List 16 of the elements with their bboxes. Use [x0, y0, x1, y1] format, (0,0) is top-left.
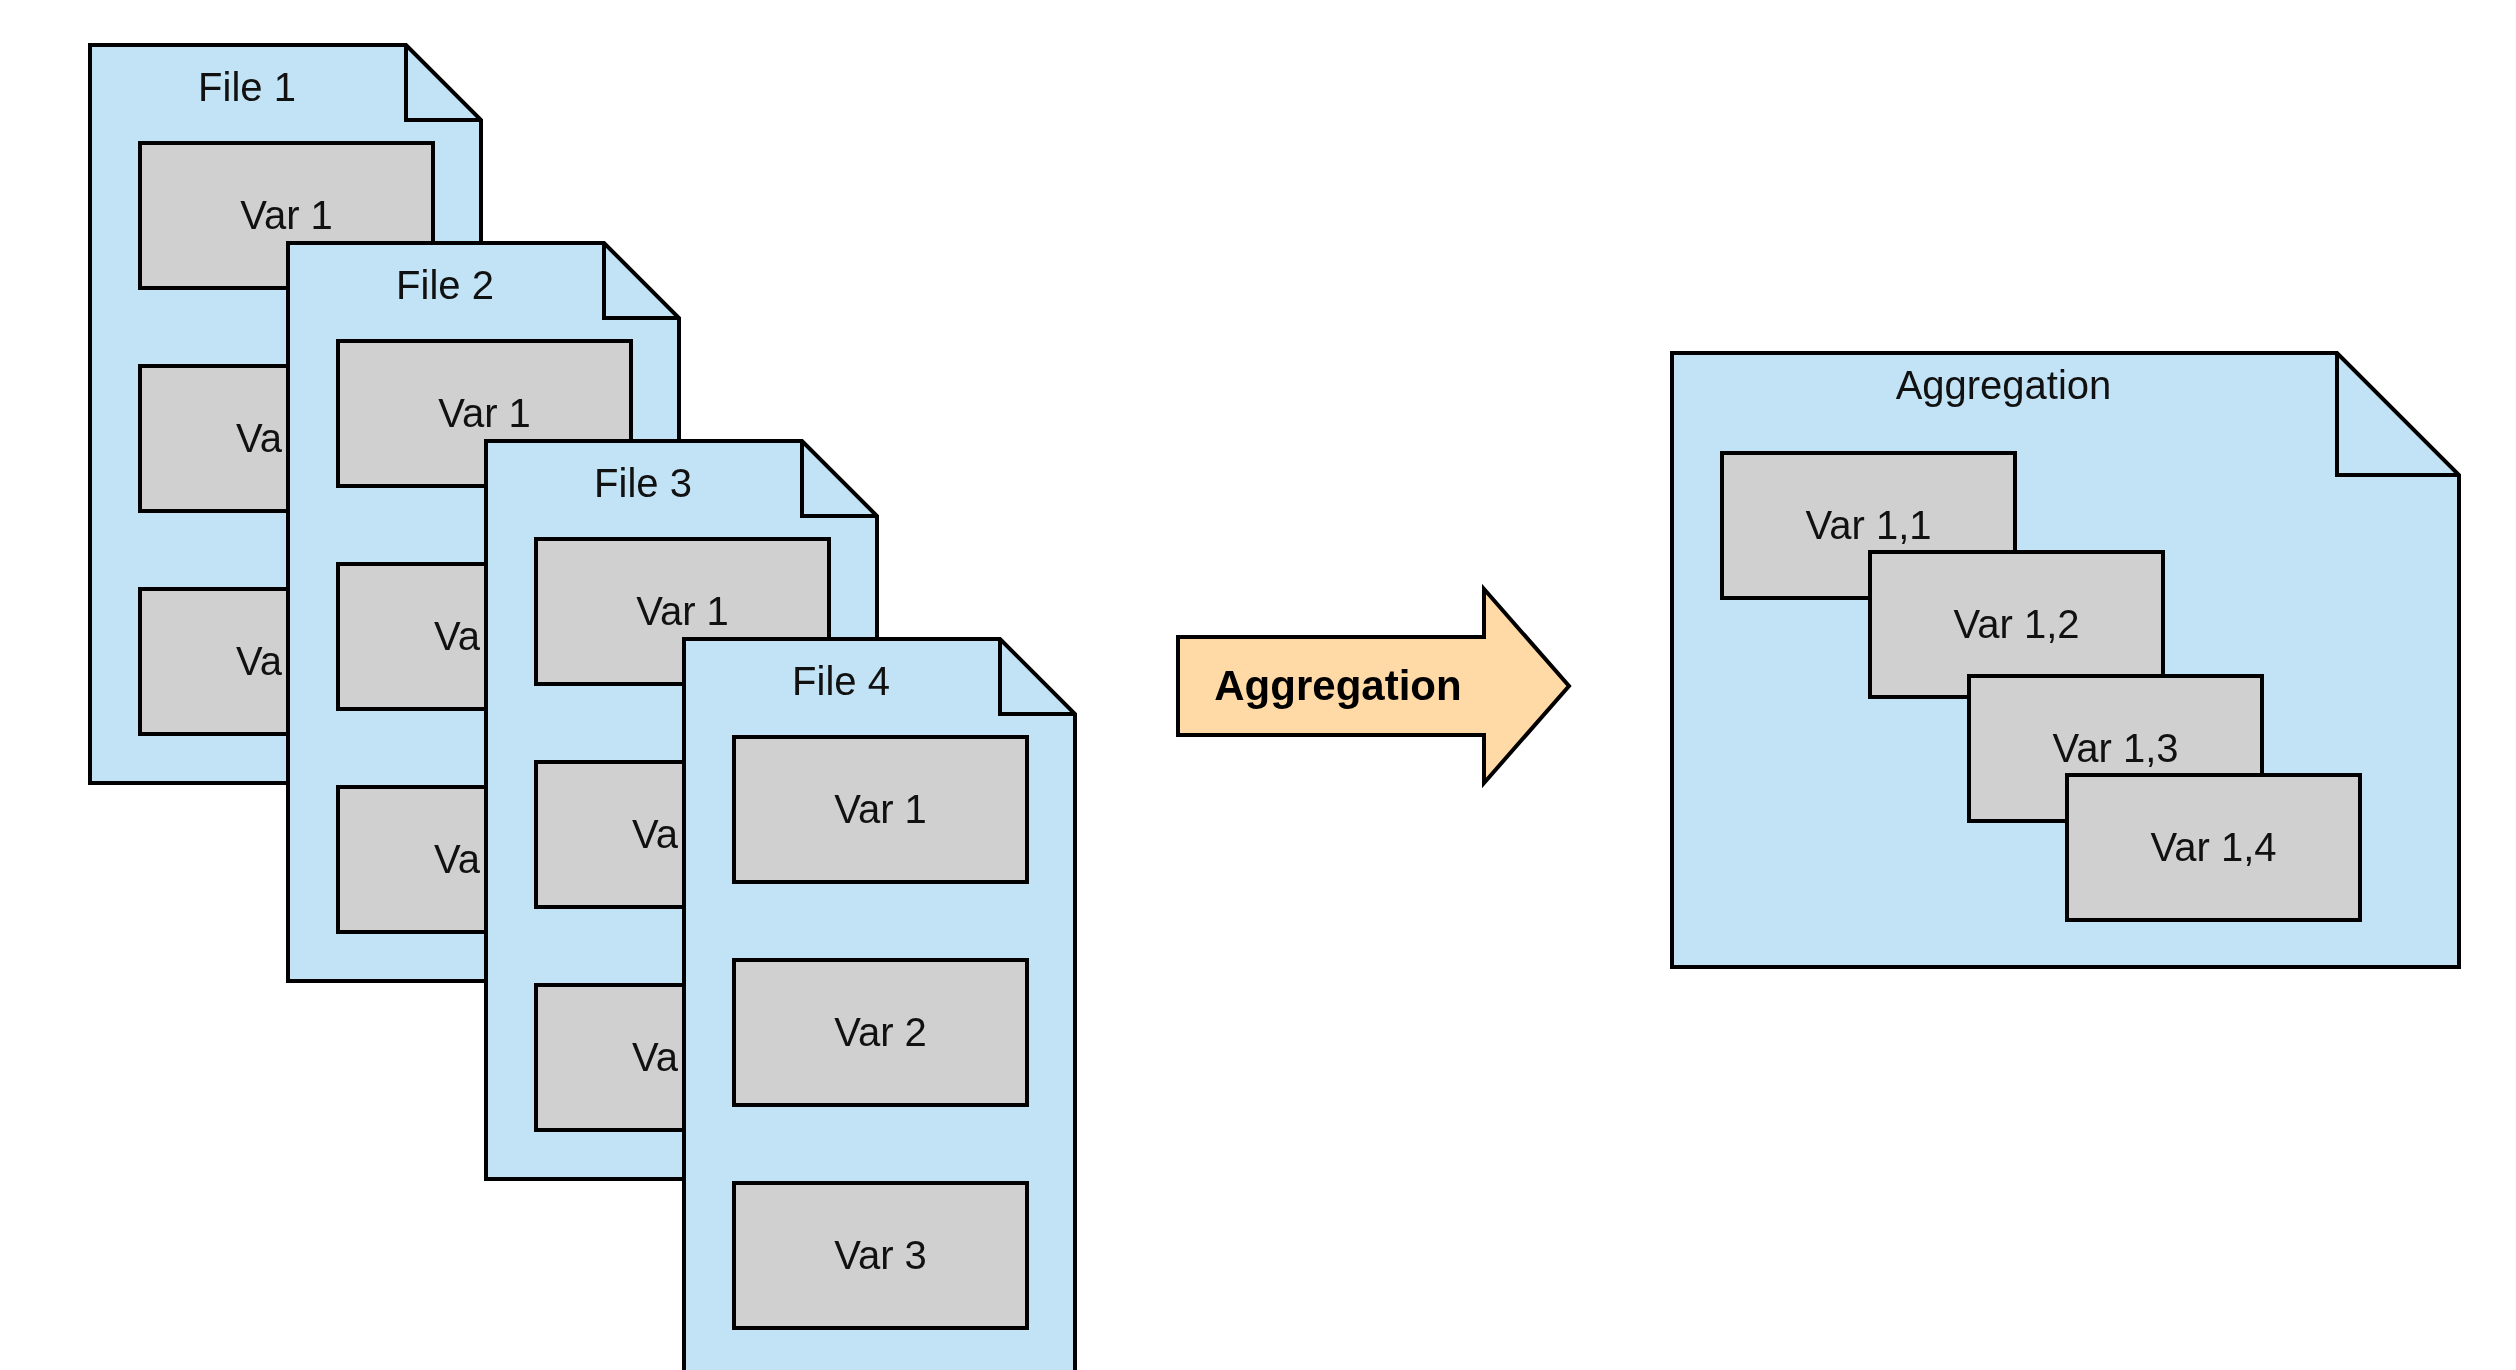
block-arrow	[1176, 587, 1571, 785]
variable-box: Var 3	[732, 1181, 1029, 1330]
variable-box: Va	[336, 785, 484, 934]
arrow-label: Aggregation	[1213, 661, 1463, 711]
variable-box: Var 1	[732, 735, 1029, 884]
variable-box: Va	[336, 562, 484, 711]
variable-box: Va	[138, 587, 286, 736]
document-shape	[1670, 351, 2461, 969]
variable-box: Va	[534, 983, 682, 1132]
variable-box: Va	[138, 364, 286, 513]
document-shape	[682, 637, 1077, 1370]
variable-box: Var 1,4	[2065, 773, 2362, 922]
document-title: Aggregation	[1894, 365, 2113, 405]
variable-box: Var 2	[732, 958, 1029, 1107]
document-title: File 1	[197, 67, 297, 107]
variable-box: Va	[534, 760, 682, 909]
